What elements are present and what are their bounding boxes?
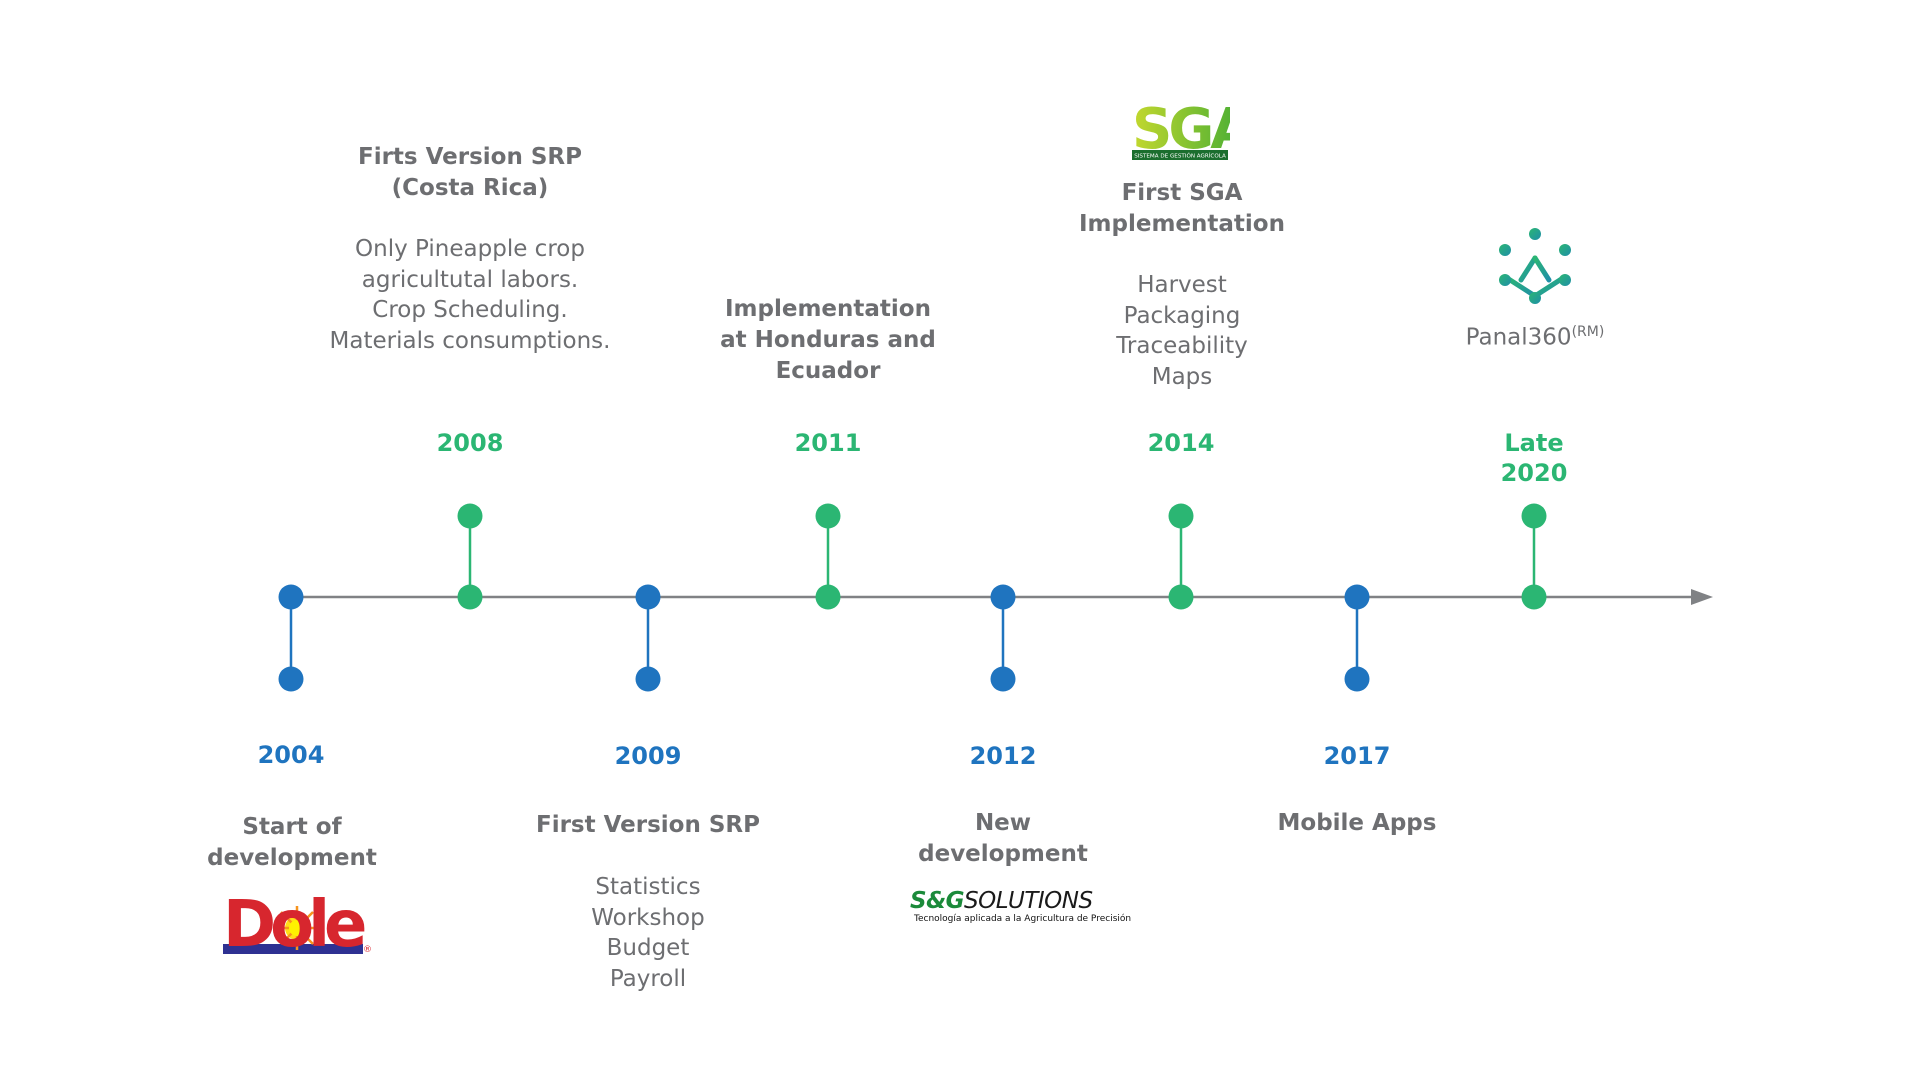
milestone-end-dot — [1521, 503, 1547, 529]
title-line: First Version SRP — [535, 812, 760, 838]
dole-registered-mark: ® — [363, 945, 371, 955]
timeline-arrowhead — [1691, 589, 1713, 605]
desc-line: Traceability — [1116, 333, 1248, 359]
milestone-axis-dot — [1521, 584, 1547, 610]
sg-tagline: Tecnología aplicada a la Agricultura de … — [914, 914, 1132, 924]
milestone-end-dot — [635, 666, 661, 692]
year-2009: 2009 — [614, 742, 682, 770]
title-line: First SGA — [1121, 180, 1243, 206]
desc-line: Harvest — [1137, 272, 1227, 298]
desc-line: Budget — [606, 935, 690, 961]
year-2014: 2014 — [1147, 429, 1215, 457]
year-2011: 2011 — [794, 429, 862, 457]
title-line: Start of — [242, 814, 342, 840]
desc-line: Maps — [1151, 363, 1213, 390]
milestone-end-dot — [457, 503, 483, 529]
panal360-trademark: (RM) — [1571, 324, 1605, 340]
year-late-label: Late — [1504, 429, 1564, 457]
title-2008: Firts Version SRP (Costa Rica) — [320, 142, 620, 204]
sg-solutions-logo: S&G SOLUTIONS Tecnología aplicada a la A… — [906, 888, 1131, 924]
desc-line: Payroll — [609, 965, 687, 992]
title-2004: Start of development — [142, 812, 442, 874]
sg-brand: S&G — [910, 888, 965, 914]
title-2012: New development — [853, 808, 1153, 870]
desc-2008: Only Pineapple crop agricultutal labors.… — [300, 234, 640, 356]
sga-tagline: SISTEMA DE GESTIÓN AGRÍCOLA — [1134, 153, 1226, 160]
panal360-logo — [1499, 228, 1571, 304]
milestone-axis-dot — [990, 584, 1016, 610]
milestone-axis-dot — [815, 584, 841, 610]
milestone-axis-dot — [1168, 584, 1194, 610]
desc-line: Crop Scheduling. — [372, 297, 568, 323]
year-2012: 2012 — [969, 742, 1037, 770]
desc-line: Packaging — [1123, 302, 1241, 329]
desc-line: agricultutal labors. — [361, 266, 579, 293]
sga-logo: SGA SISTEMA DE GESTIÓN AGRÍCOLA — [1132, 100, 1230, 162]
title-line: Implementation — [1079, 211, 1285, 237]
milestone-axis-dot — [635, 584, 661, 610]
dole-wordmark: Dole — [223, 888, 365, 962]
year-2020-label: 2020 — [1500, 459, 1568, 487]
year-2017: 2017 — [1323, 742, 1391, 770]
milestone-axis-dot — [278, 584, 304, 610]
sg-brand-solutions: SOLUTIONS — [964, 888, 1093, 914]
panal360-name: Panal360 — [1465, 324, 1572, 351]
title-line: Implementation — [725, 296, 931, 322]
year-2008: 2008 — [436, 429, 504, 457]
milestone-end-dot — [815, 503, 841, 529]
desc-2009: Statistics Workshop Budget Payroll — [478, 872, 818, 994]
milestone-end-dot — [1168, 503, 1194, 529]
milestone-axis-dot — [1344, 584, 1370, 610]
milestone-end-dot — [990, 666, 1016, 692]
desc-line: Only Pineapple crop — [355, 236, 585, 262]
panal360-label: Panal360(RM) — [1405, 324, 1665, 351]
network-icon — [1504, 233, 1566, 299]
title-line: Firts Version SRP — [357, 144, 582, 170]
dole-logo: Dole ® — [223, 888, 371, 962]
desc-line: Statistics — [595, 874, 701, 900]
sun-icon — [275, 906, 319, 950]
title-line: at Honduras and — [720, 327, 936, 353]
title-2017: Mobile Apps — [1207, 808, 1507, 839]
milestone-axis-dot — [457, 584, 483, 610]
title-line: (Costa Rica) — [391, 175, 549, 201]
title-line: development — [918, 841, 1088, 867]
title-line: Mobile Apps — [1277, 810, 1437, 836]
title-line: New — [974, 810, 1032, 836]
title-2009: First Version SRP — [498, 810, 798, 841]
title-line: development — [207, 845, 377, 871]
desc-2014: Harvest Packaging Traceability Maps — [1012, 270, 1352, 392]
desc-line: Workshop — [591, 904, 705, 931]
milestone-end-dot — [1344, 666, 1370, 692]
year-2004: 2004 — [257, 741, 325, 769]
milestone-end-dot — [278, 666, 304, 692]
title-line: Ecuador — [775, 358, 881, 384]
year-late-2020: Late 2020 — [1434, 428, 1634, 488]
title-2014: First SGA Implementation — [1032, 178, 1332, 240]
desc-line: Materials consumptions. — [329, 327, 611, 354]
title-2011: Implementation at Honduras and Ecuador — [678, 294, 978, 387]
